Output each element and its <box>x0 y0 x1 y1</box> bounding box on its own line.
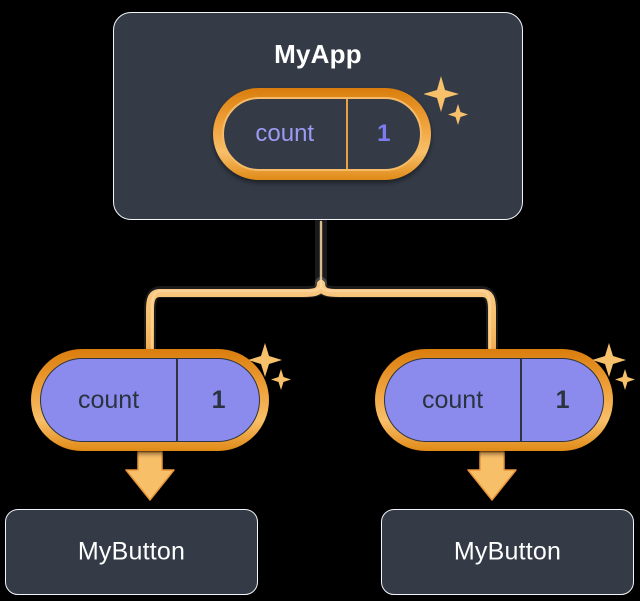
state-value: 1 <box>345 99 420 169</box>
state-pill-child-2-body: count 1 <box>384 358 604 442</box>
state-pill-child-1-body: count 1 <box>40 358 260 442</box>
mybutton-card-2[interactable]: MyButton <box>381 509 634 595</box>
page-title: MyApp <box>274 39 362 69</box>
state-key: count <box>421 385 484 414</box>
mybutton-label: MyButton <box>77 537 186 566</box>
state-pill-root-body: count 1 <box>222 97 422 171</box>
state-pill-root[interactable]: count 1 <box>213 88 431 180</box>
mybutton-card-1[interactable]: MyButton <box>5 509 258 595</box>
state-value: 1 <box>176 359 259 441</box>
state-key: count <box>77 385 140 414</box>
state-key: count <box>255 120 315 147</box>
sparkle-small-icon <box>615 369 635 390</box>
arrow-down-icon <box>125 451 517 501</box>
state-pill-child-2[interactable]: count 1 <box>375 349 613 451</box>
mybutton-label: MyButton <box>453 537 562 566</box>
sparkle-small-icon <box>271 369 291 390</box>
state-pill-child-1[interactable]: count 1 <box>31 349 269 451</box>
state-value: 1 <box>520 359 603 441</box>
